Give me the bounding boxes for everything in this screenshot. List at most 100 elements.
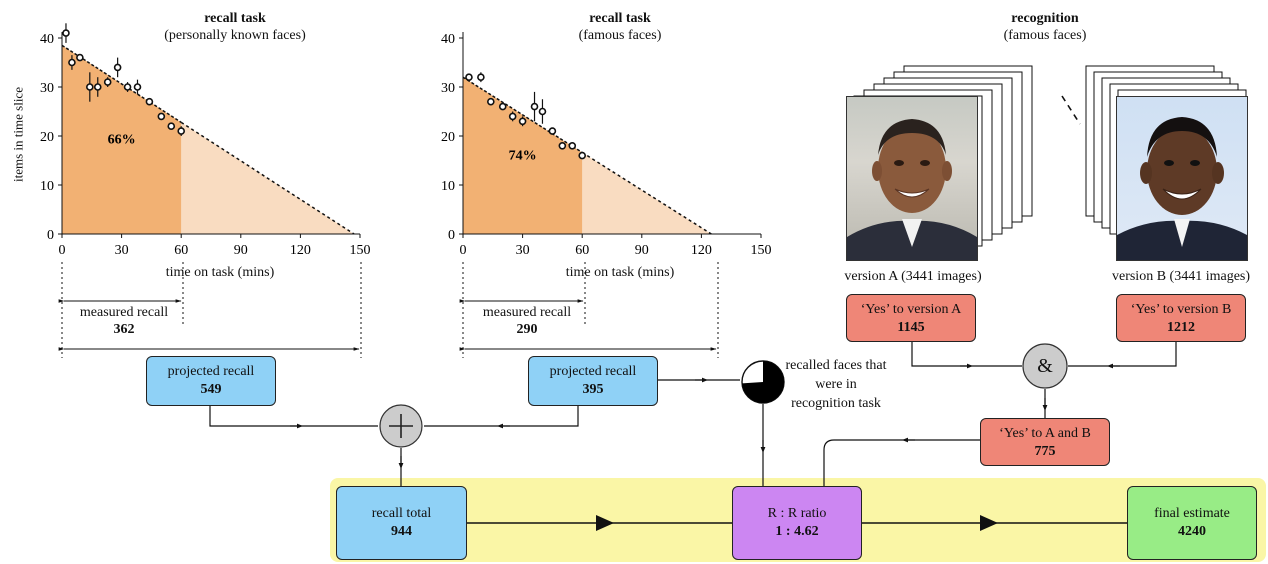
recognition-subtitle: (famous faces): [1003, 28, 1087, 43]
x-tick-label: 150: [751, 243, 772, 258]
yes-version-a-box: ‘Yes’ to version A 1145: [846, 294, 976, 342]
photo-version-a: [846, 96, 978, 261]
pie-slice: [742, 361, 784, 404]
ratio-label: R : R ratio: [767, 506, 827, 521]
y-tick-label: 10: [40, 179, 54, 194]
fit-line-measured: [61, 44, 182, 123]
data-point: [498, 102, 507, 111]
x-tick-label: 120: [290, 243, 311, 258]
chart2-measured-label: measured recall 290: [468, 304, 586, 338]
projected-recall-2-box: projected recall 395: [528, 356, 658, 406]
data-point: [177, 127, 185, 135]
y-tick-label: 20: [441, 130, 455, 145]
ratio-box: R : R ratio 1 : 4.62: [732, 486, 862, 560]
projected-recall-2-label: projected recall: [549, 364, 637, 379]
data-point: [558, 142, 567, 150]
chart1-measured-label: measured recall 362: [68, 304, 180, 338]
chart1-title: recall task (personally known faces): [150, 10, 320, 44]
span-lines-chart2: [459, 262, 719, 358]
x-tick-label: 0: [460, 243, 467, 258]
x-tick-label: 30: [516, 243, 530, 258]
y-tick-label: 10: [441, 179, 455, 194]
data-point: [548, 127, 557, 135]
yes-a-and-b-value: 775: [1034, 444, 1056, 459]
version-b-caption: version B (3441 images): [1111, 269, 1251, 284]
chart1-subtitle: (personally known faces): [164, 28, 306, 43]
measured-area: [62, 45, 182, 234]
face-a-icon: [847, 119, 977, 260]
data-point: [568, 142, 577, 150]
and-operator: [1022, 343, 1068, 389]
data-point: [465, 73, 473, 81]
chart2-subtitle: (famous faces): [578, 28, 662, 43]
y-tick-label: 20: [40, 130, 54, 145]
chart1-measured-text: measured recall: [79, 305, 169, 320]
x-tick-label: 90: [635, 243, 649, 258]
x-tick-label: 0: [59, 243, 66, 258]
fit-line-projected: [180, 121, 355, 235]
fit-line-projected: [581, 151, 712, 235]
recall-total-box: recall total 944: [336, 486, 467, 560]
data-point: [68, 58, 76, 67]
data-point: [508, 112, 517, 121]
chart1-ylabel: items in time slice: [10, 87, 26, 182]
chart2-measured-text: measured recall: [482, 305, 572, 320]
ratio-value: 1 : 4.62: [775, 524, 819, 539]
y-tick-label: 30: [40, 81, 54, 96]
x-tick-label: 30: [115, 243, 129, 258]
yes-a-and-b-box: ‘Yes’ to A and B 775: [980, 418, 1110, 466]
projected-recall-2-value: 395: [582, 382, 604, 397]
band-arrowheads: [596, 515, 998, 531]
x-tick-label: 120: [691, 243, 712, 258]
percent-label: 74%: [509, 149, 537, 164]
data-point: [76, 53, 84, 62]
chart1-xlabel: time on task (mins): [165, 265, 275, 280]
chart2-xlabel: time on task (mins): [565, 265, 675, 280]
data-point: [145, 97, 154, 106]
data-point: [133, 83, 142, 91]
y-tick-label: 40: [441, 32, 455, 47]
x-tick-label: 90: [234, 243, 248, 258]
yes-a-and-b-label: ‘Yes’ to A and B: [999, 426, 1091, 441]
percent-label: 66%: [108, 133, 136, 148]
data-point: [578, 151, 587, 160]
data-point: [477, 73, 485, 81]
data-point: [518, 117, 527, 126]
data-point: [93, 83, 102, 91]
recall-total-value: 944: [391, 524, 412, 539]
data-point: [530, 102, 539, 111]
data-point: [123, 83, 132, 91]
data-point: [86, 83, 94, 91]
yes-version-a-value: 1145: [897, 320, 925, 335]
plus-operator: [379, 404, 423, 448]
chart1-title-main: recall task: [204, 11, 266, 26]
recognition-title-main: recognition: [1011, 11, 1079, 26]
photo-version-b: [1116, 96, 1248, 261]
data-point: [487, 97, 495, 106]
fit-line-measured: [462, 76, 583, 154]
version-a-caption: version A (3441 images): [844, 269, 982, 284]
data-point: [113, 63, 122, 72]
projected-area: [582, 152, 712, 234]
chart2-measured-value: 290: [516, 322, 538, 337]
face-b-icon: [1117, 117, 1247, 260]
x-tick-label: 60: [575, 243, 589, 258]
span-lines-chart1: [58, 262, 362, 358]
y-tick-label: 0: [47, 228, 54, 243]
yes-version-b-value: 1212: [1167, 320, 1195, 335]
x-tick-label: 60: [174, 243, 188, 258]
data-point: [538, 107, 547, 116]
y-tick-label: 0: [448, 228, 455, 243]
chart2-title-main: recall task: [589, 11, 651, 26]
recall-total-label: recall total: [371, 506, 432, 521]
final-estimate-label: final estimate: [1154, 506, 1230, 521]
measured-area: [463, 77, 583, 234]
final-estimate-box: final estimate 4240: [1127, 486, 1257, 560]
projected-recall-1-box: projected recall 549: [146, 356, 276, 406]
yes-version-a-label: ‘Yes’ to version A: [860, 302, 962, 317]
projected-recall-1-value: 549: [200, 382, 222, 397]
data-point: [62, 29, 70, 37]
y-tick-label: 40: [40, 32, 54, 47]
